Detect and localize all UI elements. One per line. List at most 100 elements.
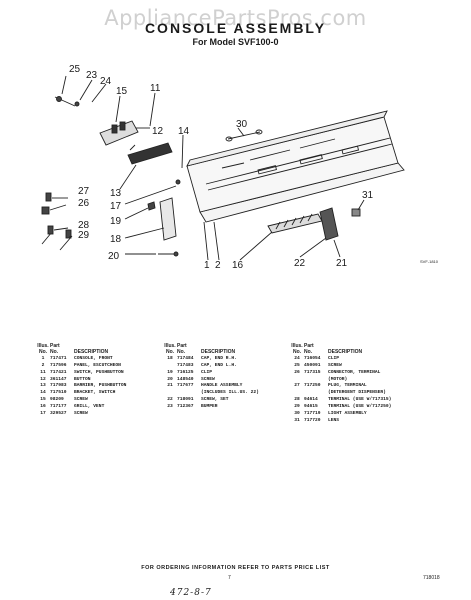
part-description: SCREW [74, 397, 88, 403]
header-no: No. [38, 349, 48, 356]
callout-24: 24 [100, 76, 112, 87]
part-description: (MOTOR) [328, 376, 348, 382]
callout-1: 1 [204, 260, 210, 271]
part-description: LENS [328, 417, 340, 423]
table-row: (DETERGENT DISPENSER) [290, 390, 418, 397]
part-description: LIGHT ASSEMBLY [328, 411, 367, 417]
table-row: 23 712367 BUMPER [163, 404, 291, 411]
illus-number: 2 [41, 362, 45, 368]
part-description: TERMINAL (USE W/717250) [328, 404, 392, 410]
part-number: 717483 [177, 362, 194, 368]
part-number: 717983 [50, 383, 67, 389]
part-number: 717720 [304, 417, 321, 423]
header-part: Part [50, 343, 60, 349]
part-number: 98209 [50, 397, 64, 403]
callout-23: 23 [86, 70, 98, 81]
header-no2: No. [304, 349, 313, 356]
part-number: 717177 [50, 404, 67, 410]
header-description: DESCRIPTION [74, 349, 109, 356]
watermark-text: AppliancePartsPros.com [104, 6, 367, 30]
header-part: Part [304, 343, 314, 349]
table-row: 717483 CAP, END L.H. [163, 363, 291, 370]
part-number: 717421 [50, 369, 67, 375]
illus-number: 31 [294, 417, 300, 423]
table-row: 27 717250 PLUG, TERMINAL [290, 383, 418, 390]
header-illus: Illus. [291, 343, 303, 349]
part-description: PANEL, ESCUTCHEON [74, 362, 121, 368]
part-number: 361147 [50, 376, 67, 382]
callout-16: 16 [232, 260, 244, 271]
illus-number: 23 [167, 404, 173, 410]
header-description: DESCRIPTION [328, 349, 363, 356]
illus-number: 19 [167, 369, 173, 375]
page-number: 7 [228, 575, 231, 581]
end-cap [159, 197, 177, 241]
callout-25: 25 [69, 64, 81, 75]
part-number: 716125 [177, 369, 194, 375]
part-number: 148540 [177, 376, 194, 382]
callout-19: 19 [110, 216, 122, 227]
handwritten-note: 472-8-7 [170, 588, 212, 598]
part-description: SCREW, SET [201, 397, 229, 403]
part-description: (INCLUDES ILL.US. 22) [201, 390, 259, 396]
part-number: 717250 [304, 383, 321, 389]
illus-number [163, 363, 177, 370]
illus-number: 12 [40, 376, 46, 382]
part-description: PLUG, TERMINAL [328, 383, 367, 389]
part-number: 717510 [50, 390, 67, 396]
part-description: BRACKET, SWITCH [74, 390, 116, 396]
header-no2: No. [177, 349, 186, 356]
connector-terminal [41, 206, 50, 215]
part-number: 712367 [177, 404, 194, 410]
illus-number: 21 [167, 383, 173, 389]
illus-number: 27 [294, 383, 300, 389]
illus-number: 25 [294, 362, 300, 368]
page-title: CONSOLE ASSEMBLY [144, 20, 327, 36]
header-part: Part [177, 343, 187, 349]
part-description: SCREW [74, 411, 88, 417]
illus-number: 22 [167, 397, 173, 403]
callout-18: 18 [110, 234, 122, 245]
part-number: 329527 [50, 411, 67, 417]
illus-number: 29 [294, 404, 300, 410]
barrier-pushbutton [127, 142, 173, 165]
part-description: BUTTON [74, 376, 91, 382]
table-row: 31 717720 LENS [290, 418, 418, 425]
diagram-code: SVF-1810 [420, 259, 439, 264]
part-description: (DETERGENT DISPENSER) [328, 390, 386, 396]
part-description: CAP, END R.H. [201, 355, 237, 361]
callout-20: 20 [108, 251, 120, 262]
part-description: CAP, END L.H. [201, 362, 237, 368]
part-description: GRILL, VENT [74, 404, 105, 410]
ordering-info-footer: FOR ORDERING INFORMATION REFER TO PARTS … [141, 565, 330, 571]
callout-30: 30 [236, 119, 248, 130]
part-number: 94614 [304, 397, 318, 403]
callout-22: 22 [294, 258, 306, 269]
callout-12: 12 [152, 126, 164, 137]
part-number: 717719 [304, 411, 321, 417]
handle-assembly [319, 207, 339, 241]
callout-17: 17 [110, 201, 122, 212]
part-description: BUMPER [201, 404, 218, 410]
page-subtitle: For Model SVF100-0 [192, 37, 279, 47]
illus-number: 15 [40, 397, 46, 403]
lens-part [351, 208, 361, 217]
part-description: CONSOLE, FRONT [74, 355, 113, 361]
callout-15: 15 [116, 86, 128, 97]
illus-number: 11 [40, 369, 46, 375]
